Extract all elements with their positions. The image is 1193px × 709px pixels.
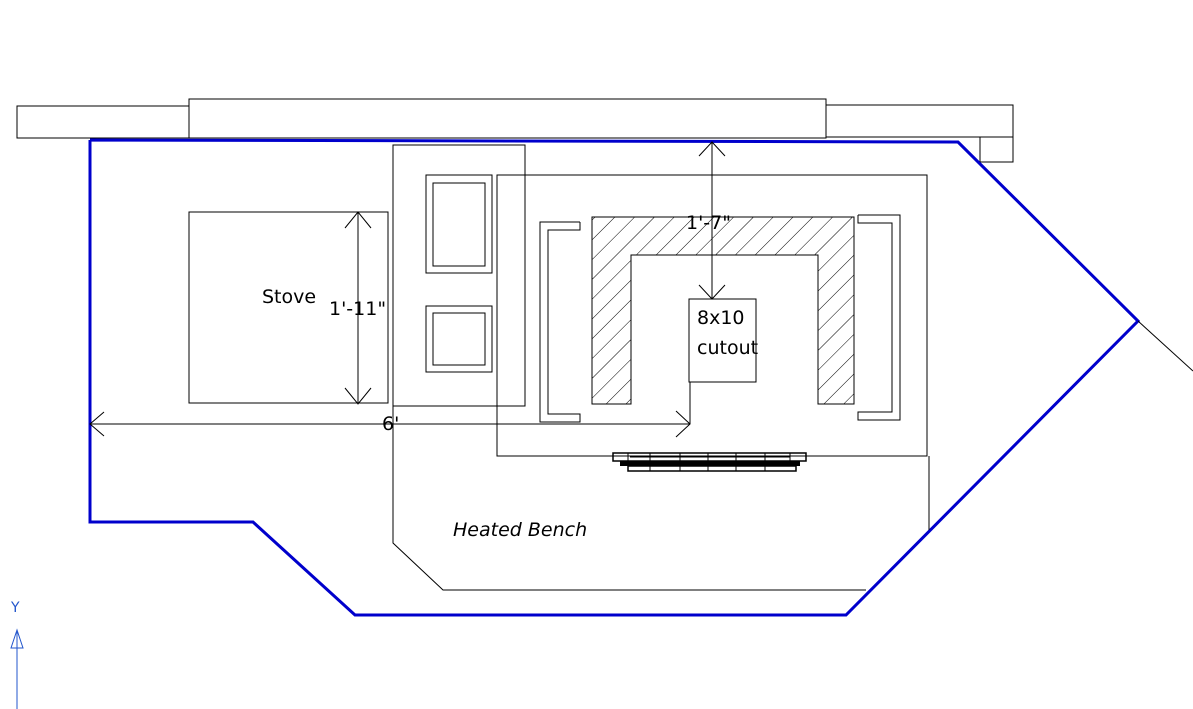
room-outline	[88, 138, 1141, 617]
grate	[612, 452, 807, 472]
hatched-firebrick	[591, 216, 855, 405]
cutout-label-size: 8x10	[697, 307, 745, 329]
bracket-right	[857, 214, 901, 421]
stove-dimension-label: 1'-11"	[329, 298, 386, 320]
cutout-label-word: cutout	[697, 337, 758, 359]
stove	[188, 211, 389, 404]
heated-bench-label: Heated Bench	[453, 519, 587, 541]
cutout-box	[688, 298, 757, 383]
bracket-left	[539, 221, 581, 423]
depth-dimension-label: 1'-7"	[686, 212, 731, 234]
wall-post	[979, 136, 1014, 163]
pad-lower-inner	[432, 312, 486, 366]
top-beam	[188, 98, 827, 139]
firebox-enclosure	[496, 174, 928, 457]
column-block	[392, 144, 526, 407]
top-wall-left	[16, 105, 190, 139]
dimension-depth	[698, 141, 726, 300]
dimension-overall-width	[89, 382, 691, 438]
pad-lower-outer	[425, 305, 493, 373]
stove-label: Stove	[262, 286, 316, 308]
dimension-stove-height	[344, 211, 372, 405]
top-wall-right	[825, 104, 1014, 138]
svg-text:Y: Y	[10, 600, 20, 616]
pad-upper-outer	[425, 174, 493, 274]
extension-line	[1137, 320, 1193, 372]
bench-outline	[392, 406, 866, 591]
pad-upper-inner	[432, 182, 486, 267]
width-dimension-label: 6'	[382, 413, 399, 435]
ucs-axis-icon: Y	[10, 600, 24, 709]
